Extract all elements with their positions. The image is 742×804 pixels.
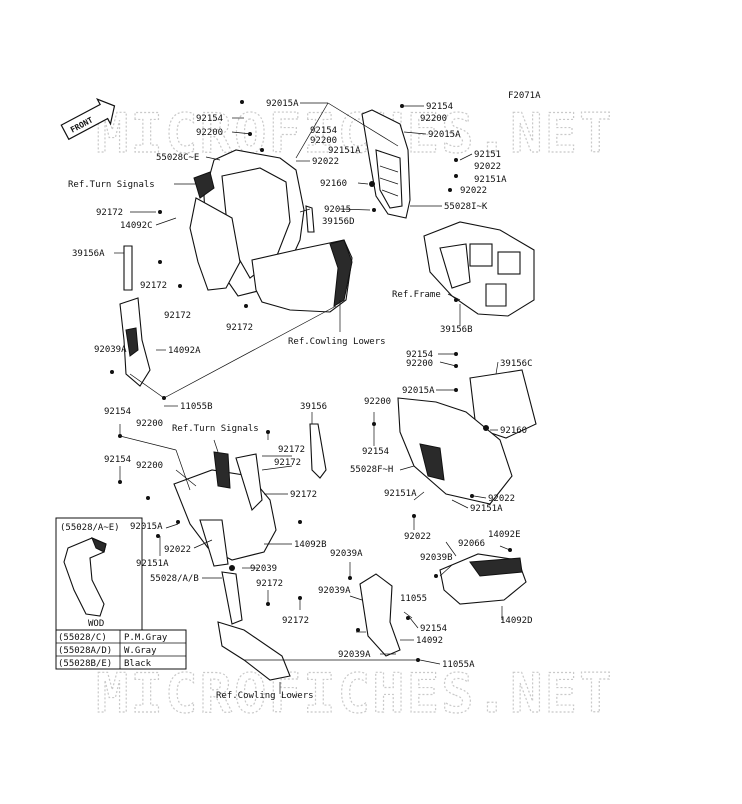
part-label: 92154	[196, 114, 223, 124]
part-label: Ref.Cowling Lowers	[216, 691, 314, 701]
leader-lines	[114, 102, 511, 694]
part-label: 92022	[164, 545, 191, 555]
part-label: 92160	[320, 179, 347, 189]
inset-caption: WOD	[88, 619, 104, 629]
frame-reference	[423, 221, 535, 317]
part-label: 92022	[460, 186, 487, 196]
part-label: 92172	[274, 458, 301, 468]
part-label: 92151A	[470, 504, 503, 514]
watermark-bottom: MICROFICHES.NET	[96, 662, 614, 725]
part-label: 92200	[420, 114, 447, 124]
part-label: 92022	[404, 532, 431, 542]
part-label: 55028C~E	[156, 153, 199, 163]
part-label: 92200	[406, 359, 433, 369]
color-table-color: P.M.Gray	[124, 633, 168, 643]
part-label: 92172	[282, 616, 309, 626]
inset-title: (55028/A~E)	[60, 523, 120, 533]
part-label: 39156C	[500, 359, 533, 369]
part-label: 92039B	[420, 553, 453, 563]
part-label: 92151A	[328, 146, 361, 156]
part-label: 14092A	[168, 346, 201, 356]
inner-cover-right	[361, 109, 411, 219]
part-label: 92154	[104, 407, 131, 417]
side-panel-right	[359, 369, 537, 657]
part-label: 39156D	[322, 217, 355, 227]
part-label: 92066	[458, 539, 485, 549]
part-label: 39156A	[72, 249, 105, 259]
part-label: 92154	[310, 126, 337, 136]
part-label: 92015A	[428, 130, 461, 140]
part-label: 14092E	[488, 530, 521, 540]
part-label: 92200	[136, 419, 163, 429]
figure-code: F2071A	[508, 91, 541, 101]
part-label: 92200	[196, 128, 223, 138]
part-label: 92172	[278, 445, 305, 455]
part-label: Ref.Turn Signals	[68, 180, 155, 190]
part-label: 92015	[324, 205, 351, 215]
watermark-top: MICROFICHES.NET	[96, 102, 614, 165]
part-label: 92151A	[474, 175, 507, 185]
part-label: 92039A	[330, 549, 363, 559]
color-table-code: (55028A/D)	[58, 646, 112, 656]
part-labels: 92015A 92154 92200 55028C~E Ref.Turn Sig…	[68, 99, 533, 701]
part-label: 92039A	[338, 650, 371, 660]
part-label: 92172	[226, 323, 253, 333]
part-label: 92154	[426, 102, 453, 112]
inset-panel: (55028/A~E) WOD	[55, 517, 143, 631]
part-label: 92172	[96, 208, 123, 218]
part-label: 92172	[164, 311, 191, 321]
part-label: 11055A	[442, 660, 475, 670]
part-label: 92022	[312, 157, 339, 167]
part-label: 92200	[136, 461, 163, 471]
color-table-code: (55028/C)	[58, 633, 107, 643]
part-label: 92151	[474, 150, 501, 160]
color-table: (55028/C) P.M.Gray (55028A/D) W.Gray (55…	[55, 629, 187, 670]
upper-cowling-left	[119, 149, 353, 387]
part-label: 92160	[500, 426, 527, 436]
part-label: 14092C	[120, 221, 153, 231]
part-label: 55028I~K	[444, 202, 488, 212]
part-label: 92154	[406, 350, 433, 360]
part-label: 92039	[250, 564, 277, 574]
part-label: 55028/A/B	[150, 574, 199, 584]
part-label: 92151A	[136, 559, 169, 569]
part-label: Ref.Frame	[392, 290, 441, 300]
part-label: 92039A	[94, 345, 127, 355]
part-label: 92022	[474, 162, 501, 172]
part-label: 92200	[364, 397, 391, 407]
part-label: 92172	[140, 281, 167, 291]
part-label: Ref.Cowling Lowers	[288, 337, 386, 347]
part-label: 11055B	[180, 402, 213, 412]
part-label: 92015A	[130, 522, 163, 532]
fasteners	[110, 100, 512, 662]
part-label: 14092B	[294, 540, 327, 550]
part-label: 55028F~H	[350, 465, 393, 475]
color-table-code: (55028B/E)	[58, 659, 112, 669]
part-label: 92154	[362, 447, 389, 457]
part-label: 92151A	[384, 489, 417, 499]
part-label: 14092	[416, 636, 443, 646]
part-label: 39156B	[440, 325, 473, 335]
part-label: 11055	[400, 594, 427, 604]
part-label: 92154	[104, 455, 131, 465]
lower-fairing-left	[173, 423, 327, 681]
part-label: 92022	[488, 494, 515, 504]
part-label: 14092D	[500, 616, 533, 626]
part-label: 92015A	[266, 99, 299, 109]
color-table-color: W.Gray	[124, 646, 157, 656]
part-label: Ref.Turn Signals	[172, 424, 259, 434]
part-label: 92172	[290, 490, 317, 500]
part-label: 92015A	[402, 386, 435, 396]
part-label: 92154	[420, 624, 447, 634]
part-label: 92039A	[318, 586, 351, 596]
part-label: 92172	[256, 579, 283, 589]
part-label: 39156	[300, 402, 327, 412]
color-table-color: Black	[124, 659, 152, 669]
part-label: 92200	[310, 136, 337, 146]
